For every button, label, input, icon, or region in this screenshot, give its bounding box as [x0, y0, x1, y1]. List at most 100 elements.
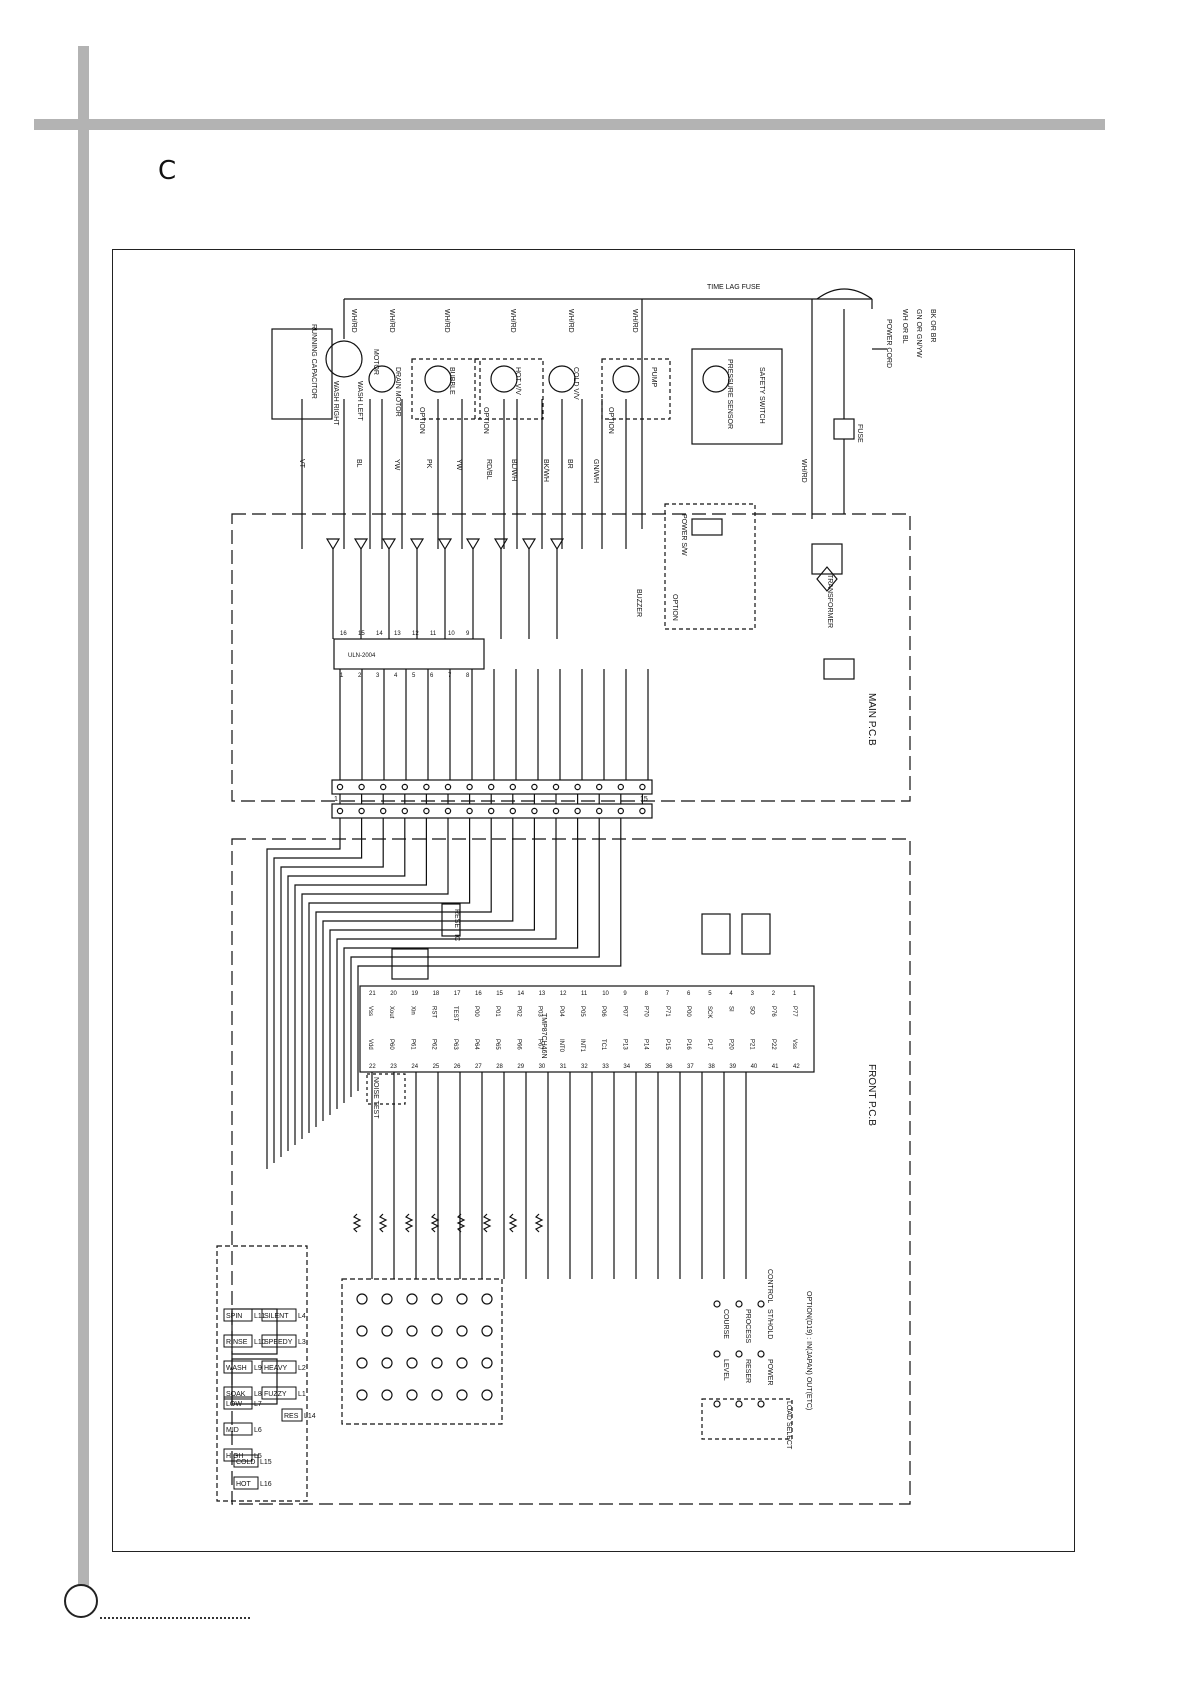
- led-symbol: [381, 1389, 393, 1401]
- mcu-pin-name-top: P06: [600, 1006, 606, 1017]
- connector-pin-main: [574, 783, 581, 791]
- led-symbol: [381, 1293, 393, 1305]
- driver-pin-number: 1: [340, 673, 344, 679]
- connector-pin-main: [488, 783, 495, 791]
- triac-symbol: [437, 538, 453, 551]
- connector-pin-main: [444, 783, 452, 791]
- mcu-pin-number-top: 14: [517, 991, 524, 997]
- mcu-pin-number-top: 17: [454, 991, 461, 997]
- wire-yw-drain: YW: [393, 459, 400, 471]
- driver-pin-number: 16: [340, 631, 347, 637]
- pump-box: [601, 358, 671, 420]
- mcu-pin-number-bottom: 22: [369, 1064, 376, 1070]
- connector-pin-main: [423, 783, 430, 791]
- resistor-symbol: [352, 1213, 362, 1233]
- safety-switch-label: SAFETY SWITCH: [758, 367, 765, 424]
- wire-wh: BR: [566, 459, 573, 469]
- mcu-pin-number-top: 16: [475, 991, 482, 997]
- connector-pin-last: 15: [640, 796, 648, 803]
- driver-pin-number: 14: [376, 631, 383, 637]
- resistor-symbol: [404, 1213, 414, 1233]
- panel-key-label: HEAVY: [264, 1365, 288, 1372]
- panel-key-label: SPIN: [226, 1313, 242, 1320]
- panel-key-code: L3: [298, 1339, 306, 1346]
- led-symbol: [431, 1357, 443, 1369]
- switch-symbol: [713, 1350, 721, 1358]
- led-symbol: [431, 1293, 443, 1305]
- mcu-pin-name-bottom: Vss: [791, 1039, 797, 1049]
- mcu-pin-number-top: 15: [496, 991, 503, 997]
- mcu-pin-number-bottom: 31: [560, 1064, 567, 1070]
- mcu-pin-name-top: Xout: [388, 1006, 394, 1019]
- pump-label: PUMP: [650, 367, 657, 388]
- page-number-circle: [64, 1584, 98, 1618]
- led-symbol: [481, 1389, 493, 1401]
- led-symbol: [431, 1325, 443, 1337]
- reset-ic-label: RESET IC: [453, 909, 460, 941]
- panel-key-code: L10: [254, 1339, 266, 1346]
- mcu-pin-name-bottom: P64: [473, 1039, 479, 1050]
- mcu-pin-name-top: SO: [749, 1006, 755, 1015]
- triac-symbol: [493, 538, 509, 551]
- wire-wh-rd-drain: WH/RD: [388, 309, 395, 333]
- driver-pin-number: 10: [448, 631, 455, 637]
- connector-pin-front: [401, 807, 408, 815]
- mcu-pin-number-top: 13: [539, 991, 546, 997]
- connector-pin-front: [488, 807, 495, 815]
- mcu-pin-number-top: 19: [411, 991, 418, 997]
- wire-bk-wh: BK/WH: [542, 459, 549, 482]
- led-matrix: [341, 1278, 503, 1425]
- connector-pin-main: [358, 783, 365, 791]
- mcu-pin-number-bottom: 37: [687, 1064, 694, 1070]
- triac-symbol: [409, 538, 425, 551]
- panel-key-label: COLD: [236, 1459, 255, 1466]
- mcu-pin-number-top: 11: [581, 991, 588, 997]
- switch-symbol: [757, 1400, 765, 1408]
- connector-pin-main: [639, 783, 646, 791]
- mcu-pin-number-bottom: 28: [496, 1064, 503, 1070]
- panel-key-label: WASH: [226, 1365, 247, 1372]
- sw-level-label: LEVEL: [722, 1359, 729, 1381]
- harness-wire: [301, 818, 449, 1139]
- mcu-pin-number-bottom: 27: [475, 1064, 482, 1070]
- mcu-pin-name-bottom: Vdd: [367, 1039, 373, 1050]
- led-symbol: [481, 1325, 493, 1337]
- connector-pin-main: [552, 783, 560, 791]
- mcu-pin-number-top: 9: [623, 991, 627, 997]
- harness-wire: [343, 818, 579, 1103]
- driver-pin-number: 12: [412, 631, 419, 637]
- mcu-chip: [359, 985, 815, 1073]
- panel-key-code: L2: [298, 1365, 306, 1372]
- connector-pin-main: [401, 783, 408, 791]
- panel-key-frame: [233, 1454, 259, 1468]
- triac-symbol: [549, 538, 565, 551]
- connector-pin-front: [639, 807, 646, 815]
- resistor-symbol: [508, 1213, 518, 1233]
- led-symbol: [481, 1357, 493, 1369]
- load-select-label: LOAD SELECT: [785, 1401, 792, 1450]
- panel-key-frame: [281, 1408, 303, 1422]
- mcu-pin-name-top: P03: [537, 1006, 543, 1017]
- margin-band-vertical: [78, 46, 89, 1594]
- mcu-pin-name-top: SI: [727, 1006, 733, 1012]
- sensor-box: [691, 348, 783, 445]
- mcu-pin-number-top: 5: [708, 991, 712, 997]
- harness-wire: [308, 818, 471, 1133]
- mcu-pin-name-bottom: P65: [494, 1039, 500, 1050]
- connector-pin-first: 1: [334, 796, 338, 803]
- mcu-pin-number-bottom: 30: [539, 1064, 546, 1070]
- wire-bl: BL: [355, 459, 362, 468]
- panel-key-label: HIGH: [226, 1453, 244, 1460]
- switch-symbol: [713, 1400, 721, 1408]
- mcu-pin-name-bottom: P61: [409, 1039, 415, 1050]
- harness-wire: [350, 818, 600, 1097]
- bubble-label: BUBBLE: [448, 367, 455, 395]
- margin-band-horizontal: [34, 119, 1105, 130]
- connector-pin-front: [596, 807, 603, 815]
- seven-segment-digit: [231, 1308, 278, 1355]
